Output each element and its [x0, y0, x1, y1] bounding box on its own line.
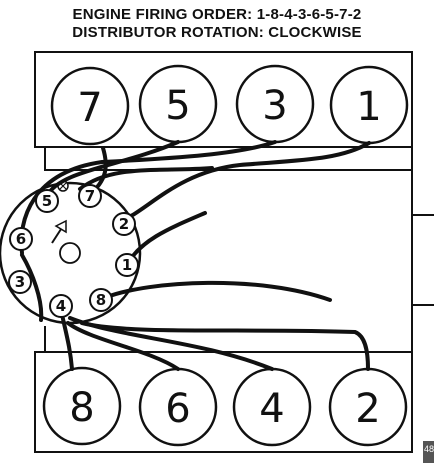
- wire: [102, 280, 332, 302]
- block-upper-wall: [44, 147, 413, 171]
- firing-order-title: ENGINE FIRING ORDER: 1-8-4-3-6-5-7-2: [72, 6, 362, 23]
- wire: [80, 321, 370, 371]
- cylinder-number: 5: [165, 83, 190, 129]
- bottom-cylinders: 8 6 4 2: [42, 366, 408, 447]
- wire: [116, 141, 371, 224]
- svg-text:4: 4: [56, 297, 66, 315]
- svg-text:1: 1: [122, 256, 132, 274]
- cylinder-number: 1: [356, 84, 381, 130]
- wire: [68, 316, 274, 371]
- svg-text:8: 8: [96, 291, 106, 309]
- wire: [19, 140, 277, 255]
- cylinder: 1: [329, 65, 409, 145]
- distributor-terminal: 4: [49, 294, 73, 318]
- distributor-terminal: 6: [9, 227, 33, 251]
- distributor-terminal: 5: [35, 189, 59, 213]
- cylinder: 3: [235, 64, 315, 144]
- top-cylinders: 7 5 3 1: [50, 64, 409, 146]
- wire: [20, 253, 44, 322]
- distributor-center: [59, 242, 81, 264]
- svg-text:7: 7: [85, 187, 95, 205]
- cylinder-number: 4: [259, 386, 284, 432]
- cylinder: 8: [42, 366, 122, 446]
- svg-text:5: 5: [42, 192, 52, 210]
- cylinder-number: 3: [262, 83, 287, 129]
- cylinder-number: 6: [165, 386, 190, 432]
- spark-plug-wires: [19, 140, 371, 371]
- distributor-terminals: 7 2 1 8 4 3 6 5: [8, 184, 139, 318]
- cylinder-number: 8: [69, 385, 94, 431]
- wire: [45, 140, 180, 198]
- distributor-rotation-title: DISTRIBUTOR ROTATION: CLOCKWISE: [72, 24, 362, 41]
- svg-text:2: 2: [119, 215, 129, 233]
- wire: [78, 166, 214, 191]
- wire: [66, 321, 180, 371]
- corner-mark-text: 48: [424, 444, 434, 454]
- cylinder: 2: [328, 367, 408, 447]
- svg-text:3: 3: [15, 273, 25, 291]
- corner-mark: 48: [423, 441, 434, 463]
- distributor-terminal: 2: [112, 212, 136, 236]
- cylinder: 6: [138, 367, 218, 447]
- cylinder-number: 2: [355, 386, 380, 432]
- cylinder-number: 7: [77, 85, 102, 131]
- distributor-terminal: 3: [8, 270, 32, 294]
- distributor-terminal: 7: [78, 184, 102, 208]
- rotation-arrow-head: [54, 219, 67, 234]
- cylinder: 4: [232, 367, 312, 447]
- svg-text:6: 6: [16, 230, 26, 248]
- distributor-terminal: 8: [89, 288, 113, 312]
- cylinder: 7: [50, 66, 130, 146]
- cylinder: 5: [138, 64, 218, 144]
- distributor-terminal: 1: [115, 253, 139, 277]
- top-cylinder-bank: [34, 51, 413, 148]
